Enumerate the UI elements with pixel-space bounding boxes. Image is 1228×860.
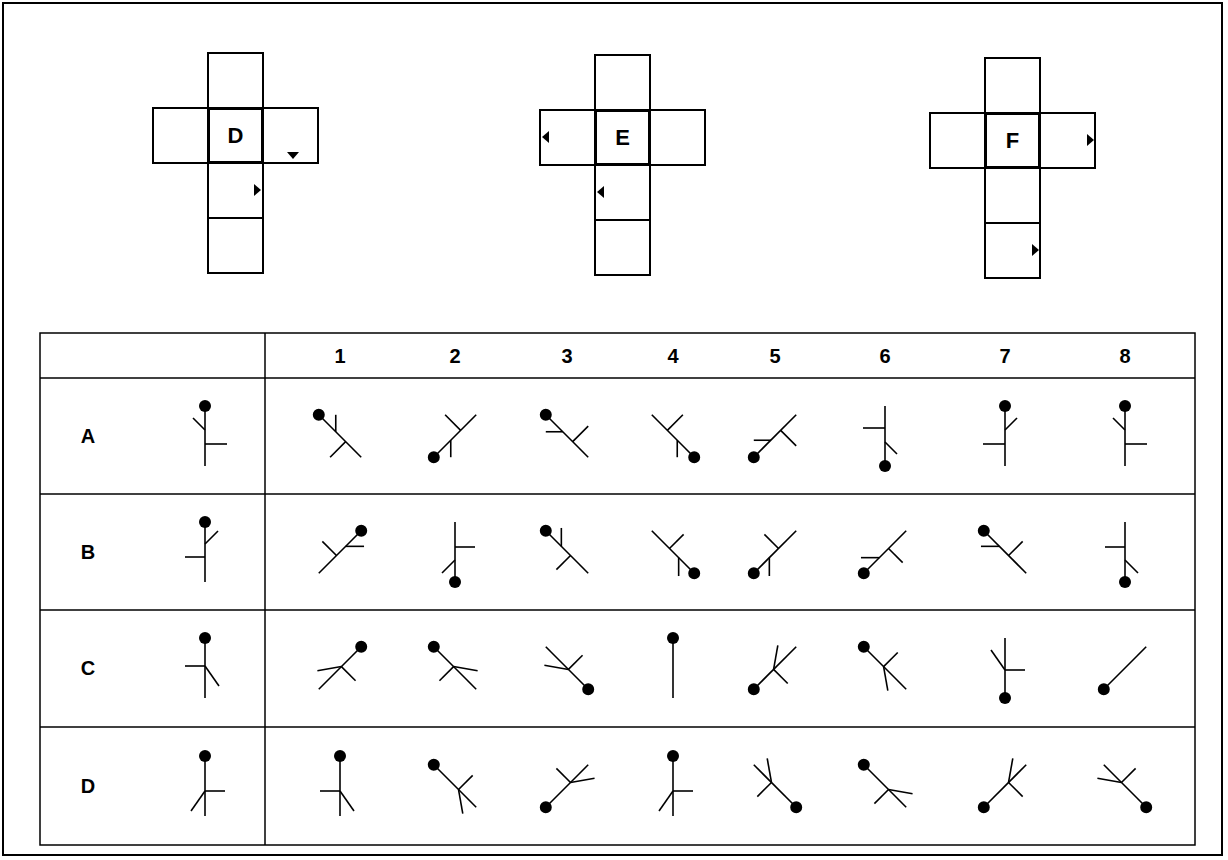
column-number: 2 bbox=[449, 345, 460, 368]
stick-figure bbox=[970, 755, 1041, 826]
row-letter: D bbox=[81, 775, 95, 798]
stick-figure bbox=[659, 750, 693, 816]
cube-net bbox=[930, 58, 1095, 278]
net-face: E bbox=[595, 110, 650, 165]
stick-figure bbox=[991, 638, 1025, 704]
stick-figure bbox=[735, 517, 805, 587]
face-letter: E bbox=[615, 125, 630, 151]
stick-figure bbox=[420, 746, 491, 817]
stick-figure bbox=[442, 522, 475, 588]
row-letter: C bbox=[81, 657, 95, 680]
column-number: 3 bbox=[561, 345, 572, 368]
stick-figure bbox=[185, 516, 218, 582]
row-letter: B bbox=[81, 541, 95, 564]
stick-figure bbox=[845, 751, 916, 822]
column-number: 4 bbox=[667, 345, 678, 368]
stick-figure bbox=[533, 395, 604, 466]
stick-figure bbox=[185, 632, 219, 698]
stick-figure bbox=[850, 628, 921, 699]
stick-figure bbox=[983, 400, 1017, 466]
stick-figure bbox=[193, 400, 227, 466]
stick-figure bbox=[740, 755, 811, 826]
stick-figure bbox=[1094, 751, 1165, 822]
stick-figure bbox=[1105, 522, 1138, 588]
stick-figure bbox=[643, 517, 713, 587]
triangle-marker bbox=[254, 131, 1094, 256]
answer-table bbox=[40, 333, 1195, 845]
column-number: 6 bbox=[879, 345, 890, 368]
column-number: 7 bbox=[999, 345, 1010, 368]
stick-figure bbox=[305, 512, 375, 582]
stick-figure bbox=[299, 402, 370, 473]
net-face: F bbox=[985, 113, 1040, 168]
row-letter: A bbox=[81, 425, 95, 448]
face-letter: F bbox=[1006, 128, 1019, 154]
stick-figure bbox=[970, 512, 1040, 582]
stick-figure bbox=[191, 750, 225, 816]
cube-net bbox=[153, 53, 318, 273]
stick-figure bbox=[643, 399, 714, 470]
face-letter: D bbox=[228, 123, 244, 149]
stick-figure bbox=[527, 751, 598, 822]
stick-figure bbox=[527, 517, 597, 587]
outer-frame bbox=[3, 3, 1222, 855]
stick-figure bbox=[850, 522, 920, 592]
stick-figure bbox=[863, 406, 897, 472]
stick-figure bbox=[320, 750, 354, 816]
stick-figure bbox=[415, 633, 486, 704]
net-face: D bbox=[208, 108, 263, 163]
stick-figure bbox=[536, 633, 607, 704]
stick-figure bbox=[667, 632, 679, 698]
stick-figure bbox=[414, 399, 485, 470]
stick-figure bbox=[741, 406, 812, 477]
cube-net bbox=[540, 55, 705, 275]
column-number: 5 bbox=[769, 345, 780, 368]
stick-figure bbox=[309, 633, 380, 704]
stick-figures bbox=[185, 395, 1165, 826]
column-number: 8 bbox=[1119, 345, 1130, 368]
stick-figure bbox=[1095, 643, 1150, 698]
stick-figure bbox=[740, 637, 811, 708]
stick-figure bbox=[1113, 400, 1147, 466]
column-number: 1 bbox=[334, 345, 345, 368]
